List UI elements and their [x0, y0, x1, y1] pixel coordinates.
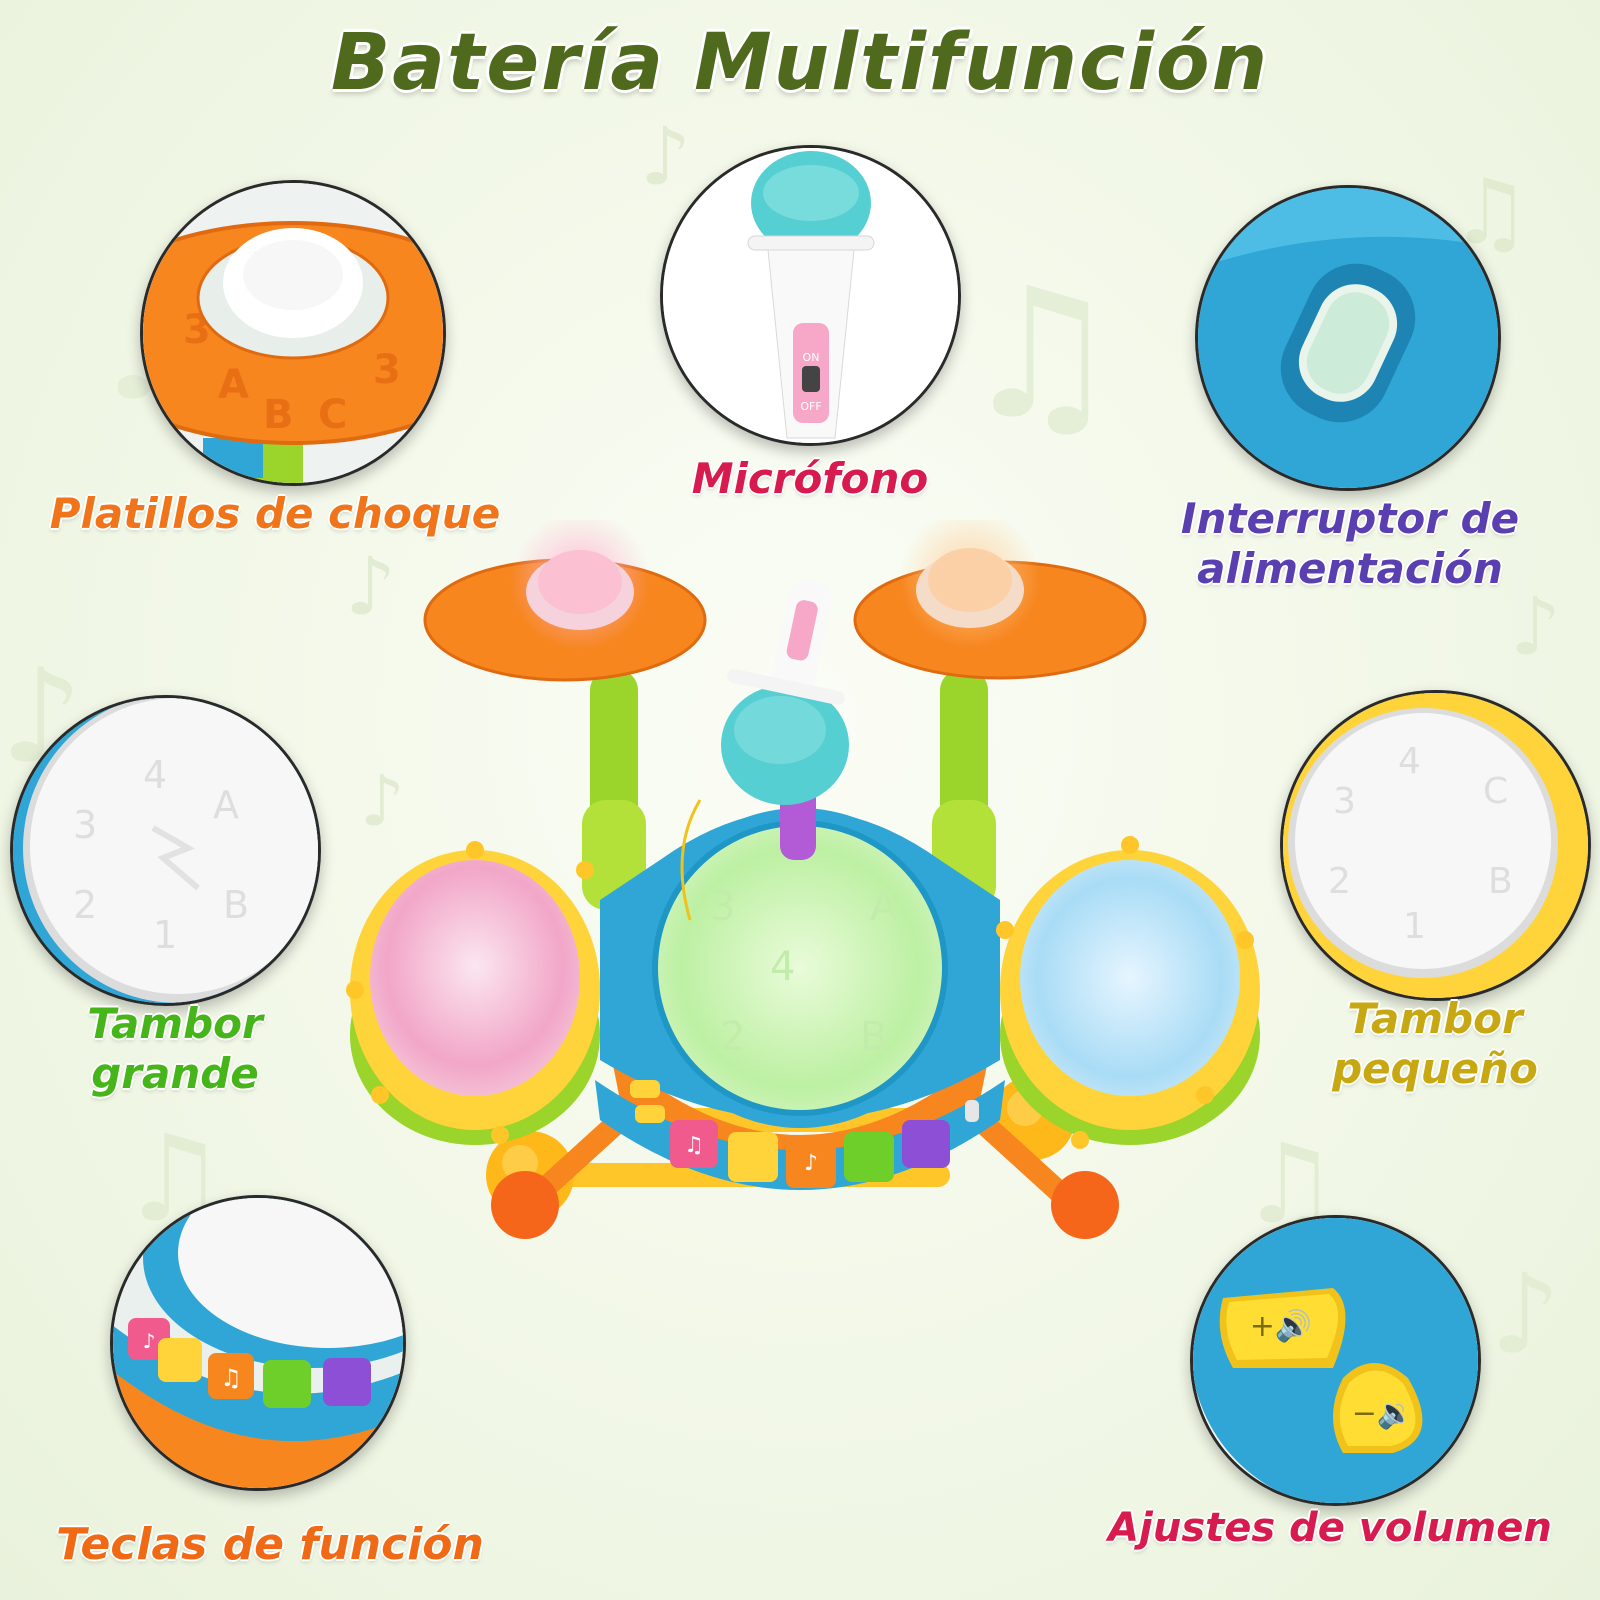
function-keys-label: Teclas de función [56, 1519, 485, 1570]
volume-up-button[interactable] [630, 1080, 660, 1098]
power-switch[interactable] [965, 1100, 979, 1122]
power-switch-closeup [1195, 185, 1501, 491]
power-switch-label-line2: alimentación [1197, 544, 1504, 594]
svg-text:4: 4 [143, 753, 167, 797]
svg-text:♪: ♪ [804, 1151, 818, 1176]
music-note-icon: ♪ [1490, 1250, 1561, 1378]
svg-text:C: C [1483, 771, 1508, 812]
small-drum-closeup: 3 4 C 2 1 B [1280, 690, 1591, 1001]
big-drum-label-line1: Tambor [87, 999, 263, 1049]
music-note-icon: ♪ [1510, 580, 1562, 673]
volume-up-icon: +🔊 [1250, 1307, 1313, 1344]
music-note-icon: ♪ [345, 540, 397, 633]
volume-down-icon: −🔉 [1352, 1396, 1415, 1431]
drum-right [996, 836, 1260, 1149]
svg-text:2: 2 [720, 1014, 745, 1060]
svg-text:1: 1 [1403, 906, 1426, 947]
mic-on-text: ON [803, 351, 820, 364]
drum-center: 4 3 A 2 B [640, 808, 960, 1128]
cymbal-left[interactable] [423, 510, 707, 682]
function-key-2[interactable] [728, 1132, 778, 1182]
volume-buttons-closeup: +🔊 −🔉 [1190, 1215, 1481, 1506]
function-key-3[interactable] [786, 1138, 836, 1188]
crash-cymbals-label: Platillos de choque [49, 489, 501, 539]
svg-text:C: C [318, 392, 347, 438]
svg-text:A: A [218, 362, 249, 408]
big-drum-closeup: 3 4 A 2 1 B [10, 695, 321, 1006]
svg-text:2: 2 [1328, 861, 1351, 902]
svg-text:B: B [1488, 861, 1513, 902]
mic-off-text: OFF [800, 400, 821, 413]
svg-text:3: 3 [1333, 781, 1356, 822]
svg-text:B: B [263, 392, 294, 438]
function-key-1[interactable] [670, 1120, 718, 1168]
volume-settings-label: Ajustes de volumen [1108, 1505, 1553, 1552]
svg-text:♫: ♫ [220, 1364, 242, 1392]
svg-text:♫: ♫ [684, 1133, 704, 1158]
svg-text:B: B [860, 1014, 887, 1060]
svg-text:A: A [870, 884, 898, 930]
big-drum-label-line2: grande [91, 1049, 260, 1099]
drum-left [346, 841, 600, 1145]
function-key-panel: ♫ ♪ [630, 1080, 979, 1188]
svg-text:4: 4 [1398, 741, 1421, 782]
function-key-4[interactable] [844, 1132, 894, 1182]
svg-text:2: 2 [73, 883, 97, 927]
svg-text:3: 3 [73, 803, 97, 847]
small-drum-label-line1: Tambor [1347, 994, 1523, 1044]
small-drum-label-line2: pequeño [1332, 1044, 1539, 1094]
microphone[interactable] [680, 577, 849, 921]
function-key-5[interactable] [902, 1120, 950, 1168]
svg-text:B: B [223, 883, 249, 927]
svg-text:1: 1 [153, 913, 177, 957]
drum-kit-product: 4 3 A 2 B [340, 508, 1270, 1284]
cymbal-closeup: 3 A B C 3 [140, 180, 446, 486]
svg-text:3: 3 [373, 347, 401, 393]
music-note-icon: ♪ [360, 760, 405, 842]
svg-text:♪: ♪ [143, 1329, 156, 1353]
power-switch-label-line1: Interruptor de [1180, 494, 1520, 544]
microphone-label: Micrófono [691, 454, 929, 504]
volume-down-button[interactable] [635, 1105, 665, 1123]
page-title: Batería Multifunción [330, 18, 1270, 108]
cymbal-right[interactable] [853, 508, 1147, 680]
microphone-closeup: ON OFF [660, 145, 961, 446]
svg-text:3: 3 [710, 884, 735, 930]
function-keys-closeup: ♫ ♪ [110, 1195, 406, 1491]
svg-text:4: 4 [770, 944, 795, 990]
svg-text:A: A [213, 783, 239, 827]
music-note-icon: ♪ [640, 110, 692, 203]
music-note-icon: ♫ [960, 250, 1122, 459]
